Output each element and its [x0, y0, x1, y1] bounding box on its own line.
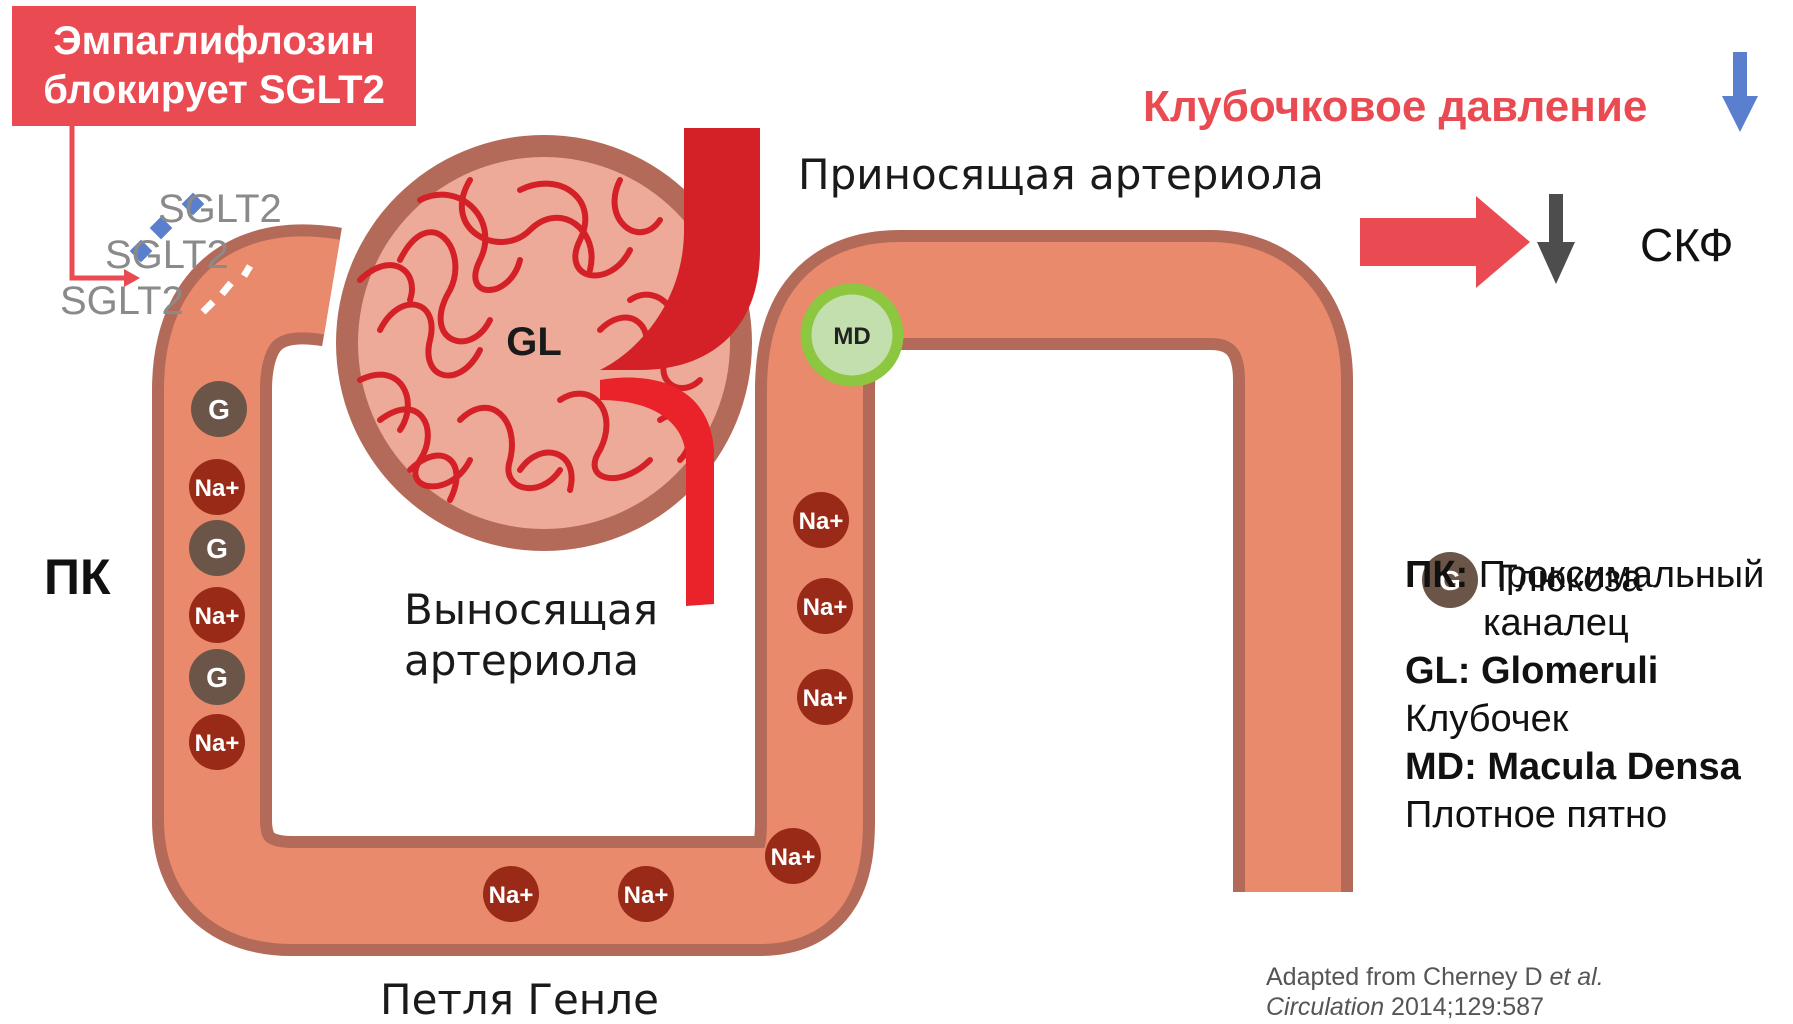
- svg-text:Na+: Na+: [195, 730, 240, 757]
- legend-md: MD: Macula Densa: [1405, 743, 1764, 791]
- legend-gl: GL: Glomeruli: [1405, 647, 1764, 695]
- callout-box: Эмпаглифлозин блокирует SGLT2: [12, 6, 416, 126]
- glomerulus-label: GL: [506, 320, 562, 364]
- pk-label: ПК: [44, 548, 110, 606]
- glucose-particle: G: [189, 649, 245, 705]
- citation-line2: Circulation 2014;129:587: [1266, 992, 1604, 1022]
- legend-pk-line2: каналец: [1405, 599, 1764, 647]
- legend: ПК: Проксимальный каналец GL: Glomeruli …: [1405, 551, 1764, 839]
- sodium-particle: Na+: [189, 459, 245, 515]
- svg-text:G: G: [206, 662, 228, 693]
- callout-line1: Эмпаглифлозин: [12, 17, 416, 66]
- gfr-label: СКФ: [1640, 218, 1733, 272]
- pressure-label: Клубочковое давление: [1143, 82, 1647, 132]
- sodium-particle: Na+: [189, 714, 245, 770]
- sodium-particle: Na+: [189, 587, 245, 643]
- afferent-label: Приносящая артериола: [798, 150, 1324, 199]
- legend-md-key: MD:: [1405, 746, 1477, 788]
- sodium-particle: Na+: [797, 578, 853, 634]
- legend-md-translation: Плотное пятно: [1405, 791, 1764, 839]
- legend-gl-translation: Клубочек: [1405, 695, 1764, 743]
- svg-text:Na+: Na+: [799, 508, 844, 535]
- legend-md-value: Macula Densa: [1487, 746, 1740, 788]
- transporter-label: SGLT2: [105, 233, 229, 277]
- arrow-down-icon: [1537, 194, 1575, 284]
- svg-text:G: G: [206, 533, 228, 564]
- macula-densa-label: MD: [833, 323, 870, 350]
- legend-gl-key: GL:: [1405, 650, 1470, 692]
- arrow-down-icon: [1722, 52, 1758, 132]
- glucose-particle: G: [189, 520, 245, 576]
- legend-pk: ПК: Проксимальный: [1405, 551, 1764, 599]
- svg-text:G: G: [208, 394, 230, 425]
- callout-line2: блокирует SGLT2: [12, 66, 416, 115]
- svg-text:Na+: Na+: [771, 844, 816, 871]
- transporter-label: SGLT2: [158, 187, 282, 231]
- svg-text:Na+: Na+: [803, 685, 848, 712]
- svg-text:Na+: Na+: [195, 603, 240, 630]
- sodium-particle: Na+: [793, 492, 849, 548]
- svg-text:Na+: Na+: [624, 882, 669, 909]
- sodium-particle: Na+: [765, 828, 821, 884]
- arrow-right-icon: [1360, 196, 1530, 288]
- citation-line1: Adapted from Cherney D et al.: [1266, 962, 1604, 992]
- sodium-particle: Na+: [618, 866, 674, 922]
- citation: Adapted from Cherney D et al. Circulatio…: [1266, 962, 1604, 1022]
- efferent-label-line2: артериола: [404, 636, 639, 685]
- tubule-end-cap: [1232, 892, 1354, 902]
- legend-pk-value: Проксимальный: [1479, 554, 1765, 596]
- transporter-label: SGLT2: [60, 279, 184, 323]
- legend-pk-key: ПК:: [1405, 554, 1468, 596]
- efferent-label-line1: Выносящая: [404, 585, 658, 634]
- svg-text:Na+: Na+: [489, 882, 534, 909]
- svg-text:Na+: Na+: [803, 594, 848, 621]
- sodium-particle: Na+: [797, 669, 853, 725]
- glucose-particle: G: [191, 381, 247, 437]
- legend-gl-value: Glomeruli: [1481, 650, 1658, 692]
- svg-text:Na+: Na+: [195, 475, 240, 502]
- sodium-particle: Na+: [483, 866, 539, 922]
